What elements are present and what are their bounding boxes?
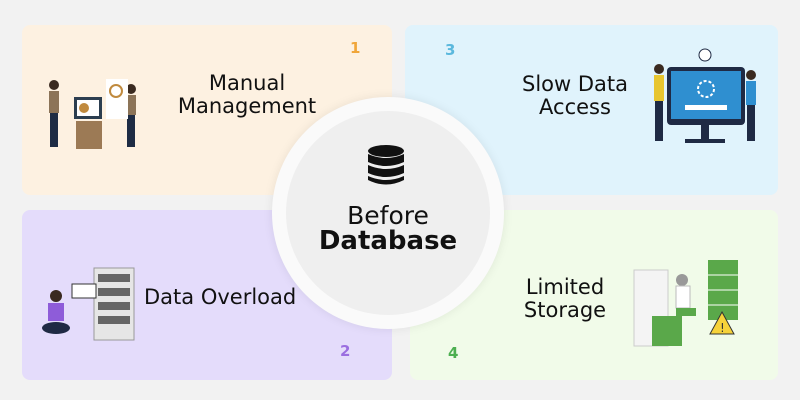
center-title-line2: Database	[318, 226, 458, 256]
card-number: 3	[445, 41, 456, 59]
server-overload-illustration	[42, 267, 135, 341]
card-number: 4	[448, 344, 459, 362]
center-circle-inner	[286, 111, 490, 315]
svg-text:!: !	[720, 321, 725, 335]
card-title: Data Overload	[144, 285, 297, 309]
database-icon	[368, 145, 404, 185]
card-number: 1	[350, 39, 361, 57]
card-number: 2	[340, 342, 351, 360]
people-at-computer-illustration	[49, 79, 136, 149]
full-storage-illustration: !	[633, 260, 738, 347]
center-title-line1: Before	[347, 201, 429, 230]
loading-screen-illustration	[654, 48, 756, 143]
